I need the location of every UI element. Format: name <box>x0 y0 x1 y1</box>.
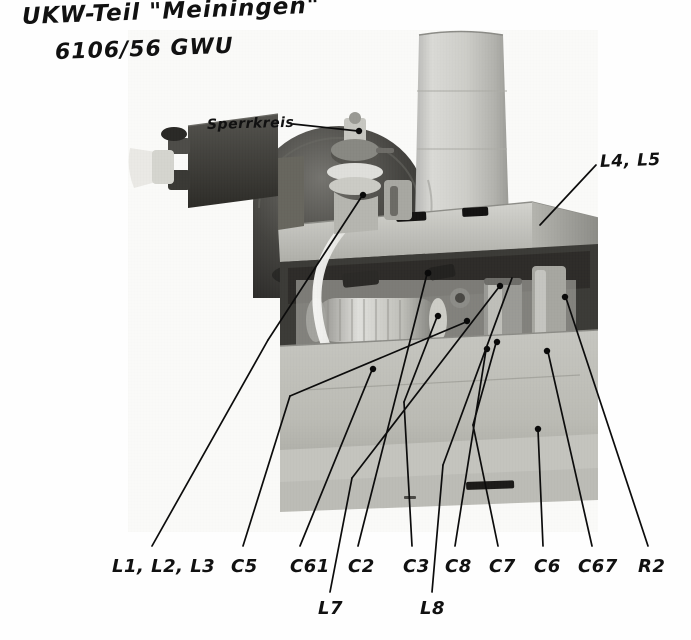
leader-l4l5 <box>539 164 597 226</box>
component-label-4: C3 <box>403 556 430 577</box>
component-label-secondary-0: L7 <box>318 598 343 619</box>
leader-dot-sperrkreis <box>355 127 363 135</box>
component-label-9: R2 <box>638 556 666 577</box>
photo-artwork <box>128 30 598 532</box>
component-label-6: C7 <box>489 556 516 577</box>
leader-bottom-group <box>151 191 649 593</box>
leader-sperrkreis <box>292 123 359 132</box>
component-label-secondary-1: L8 <box>420 598 445 619</box>
component-label-3: C2 <box>348 556 375 577</box>
component-label-0: L1, L2, L3 <box>112 556 216 577</box>
component-label-8: C67 <box>578 556 618 577</box>
callout-label-l4-l5: L4, L5 <box>599 149 662 172</box>
component-label-2: C61 <box>290 556 330 577</box>
component-label-1: C5 <box>231 556 258 577</box>
component-label-5: C8 <box>445 556 472 577</box>
callout-label-sperrkreis: Sperrkreis <box>206 114 295 133</box>
component-label-7: C6 <box>534 556 561 577</box>
